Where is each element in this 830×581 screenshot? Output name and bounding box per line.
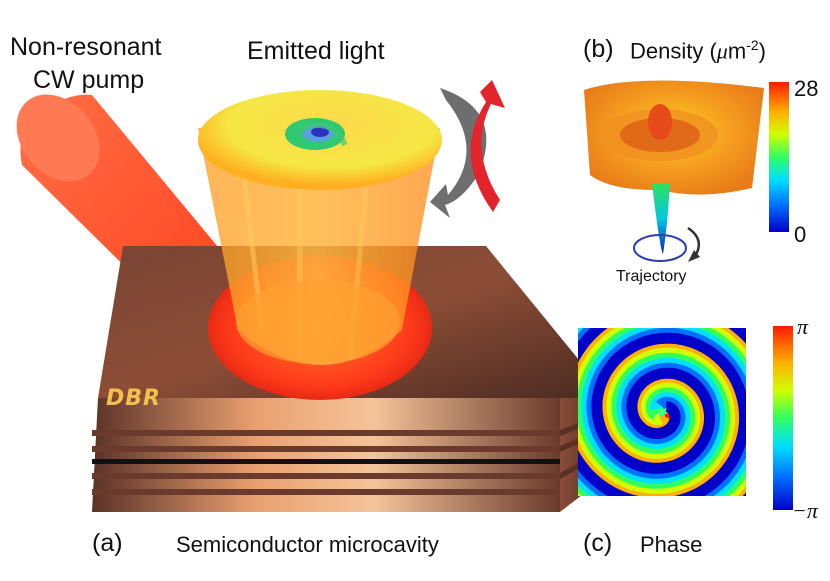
phase-colorbar [773,326,793,510]
trajectory-label: Trajectory [616,268,687,285]
panel-c-label: (c) [583,529,613,557]
rotation-arrow-red [470,80,505,212]
vortex-core [285,118,348,150]
phase-spiral [578,328,746,496]
emitted-light-label: Emitted light [247,37,385,65]
density-text: Density ( [630,38,717,64]
phase-spiral-band [578,328,746,496]
panel-b-label: (b) [583,35,614,63]
rotation-arrow-gray [430,88,487,218]
pump-label-line2: CW pump [33,66,145,94]
density-mu: μ [716,38,728,64]
pump-label-line1: Non-resonant [10,33,162,61]
density-exp: -2 [746,37,759,53]
microcavity-label: Semiconductor microcavity [176,532,439,557]
density-surface [584,80,764,254]
density-label: Density (μm-2) [630,37,766,64]
density-close: ) [758,38,766,64]
density-colorbar-max: 28 [794,76,819,101]
cavity-front-face [92,398,560,512]
panel-a-label: (a) [92,529,123,557]
trajectory-orbit [633,226,701,262]
phase-colorbar-max: π [797,314,809,339]
phase-label: Phase [640,532,703,557]
dbr-label: DBR [106,386,161,411]
density-unit: m [727,38,747,64]
phase-colorbar-min: −π [792,498,818,523]
pump-beam-end [16,94,100,182]
density-colorbar [769,82,789,232]
density-colorbar-min: 0 [794,222,807,247]
